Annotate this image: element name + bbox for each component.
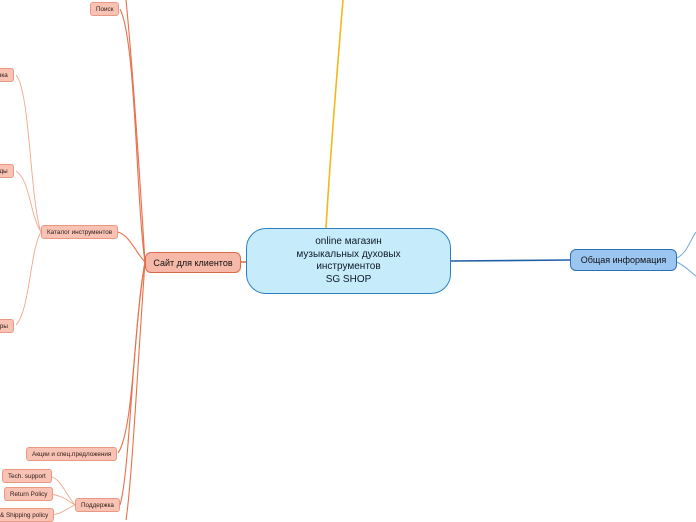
link-clients-catalog [117, 231, 146, 263]
link-clients-search [119, 8, 146, 263]
leaf-support[interactable]: Поддержка [75, 498, 120, 512]
root-line-2: музыкальных духовых [296, 248, 401, 260]
root-line-1: online магазин [315, 236, 382, 247]
leaf-promotions[interactable]: Акции и спец.предложения [26, 447, 118, 461]
link-support-tech [49, 475, 76, 506]
leaf-catalog-item-2[interactable]: нды [0, 164, 14, 178]
link-clients-bottom [125, 261, 146, 520]
leaf-catalog[interactable]: Каталог инструментов [41, 225, 119, 239]
link-root-general-info [450, 259, 571, 262]
root-line-3: инструментов [316, 261, 381, 272]
leaf-catalog-item-1[interactable]: вка [0, 68, 14, 82]
link-clients-support [119, 261, 146, 506]
link-catalog-item2 [15, 170, 42, 233]
root-line-4: SG SHOP [325, 273, 372, 285]
leaf-search[interactable]: Поиск [90, 2, 120, 16]
link-catalog-item1 [15, 74, 42, 233]
link-general-info-down [676, 261, 696, 277]
leaf-tech-support[interactable]: Tech. support [2, 469, 52, 483]
root-node[interactable]: online магазин музыкальных духовых инстр… [246, 228, 451, 294]
link-catalog-item3 [15, 231, 42, 326]
link-yellow-branch [325, 0, 344, 229]
branch-clients-site[interactable]: Сайт для клиентов [145, 252, 241, 273]
leaf-return-policy[interactable]: Return Policy [4, 487, 54, 501]
branch-general-info[interactable]: Общая информация [570, 249, 677, 271]
leaf-catalog-item-3[interactable]: тры [0, 319, 14, 333]
link-clients-top [125, 0, 146, 263]
link-general-info-up [676, 231, 696, 259]
